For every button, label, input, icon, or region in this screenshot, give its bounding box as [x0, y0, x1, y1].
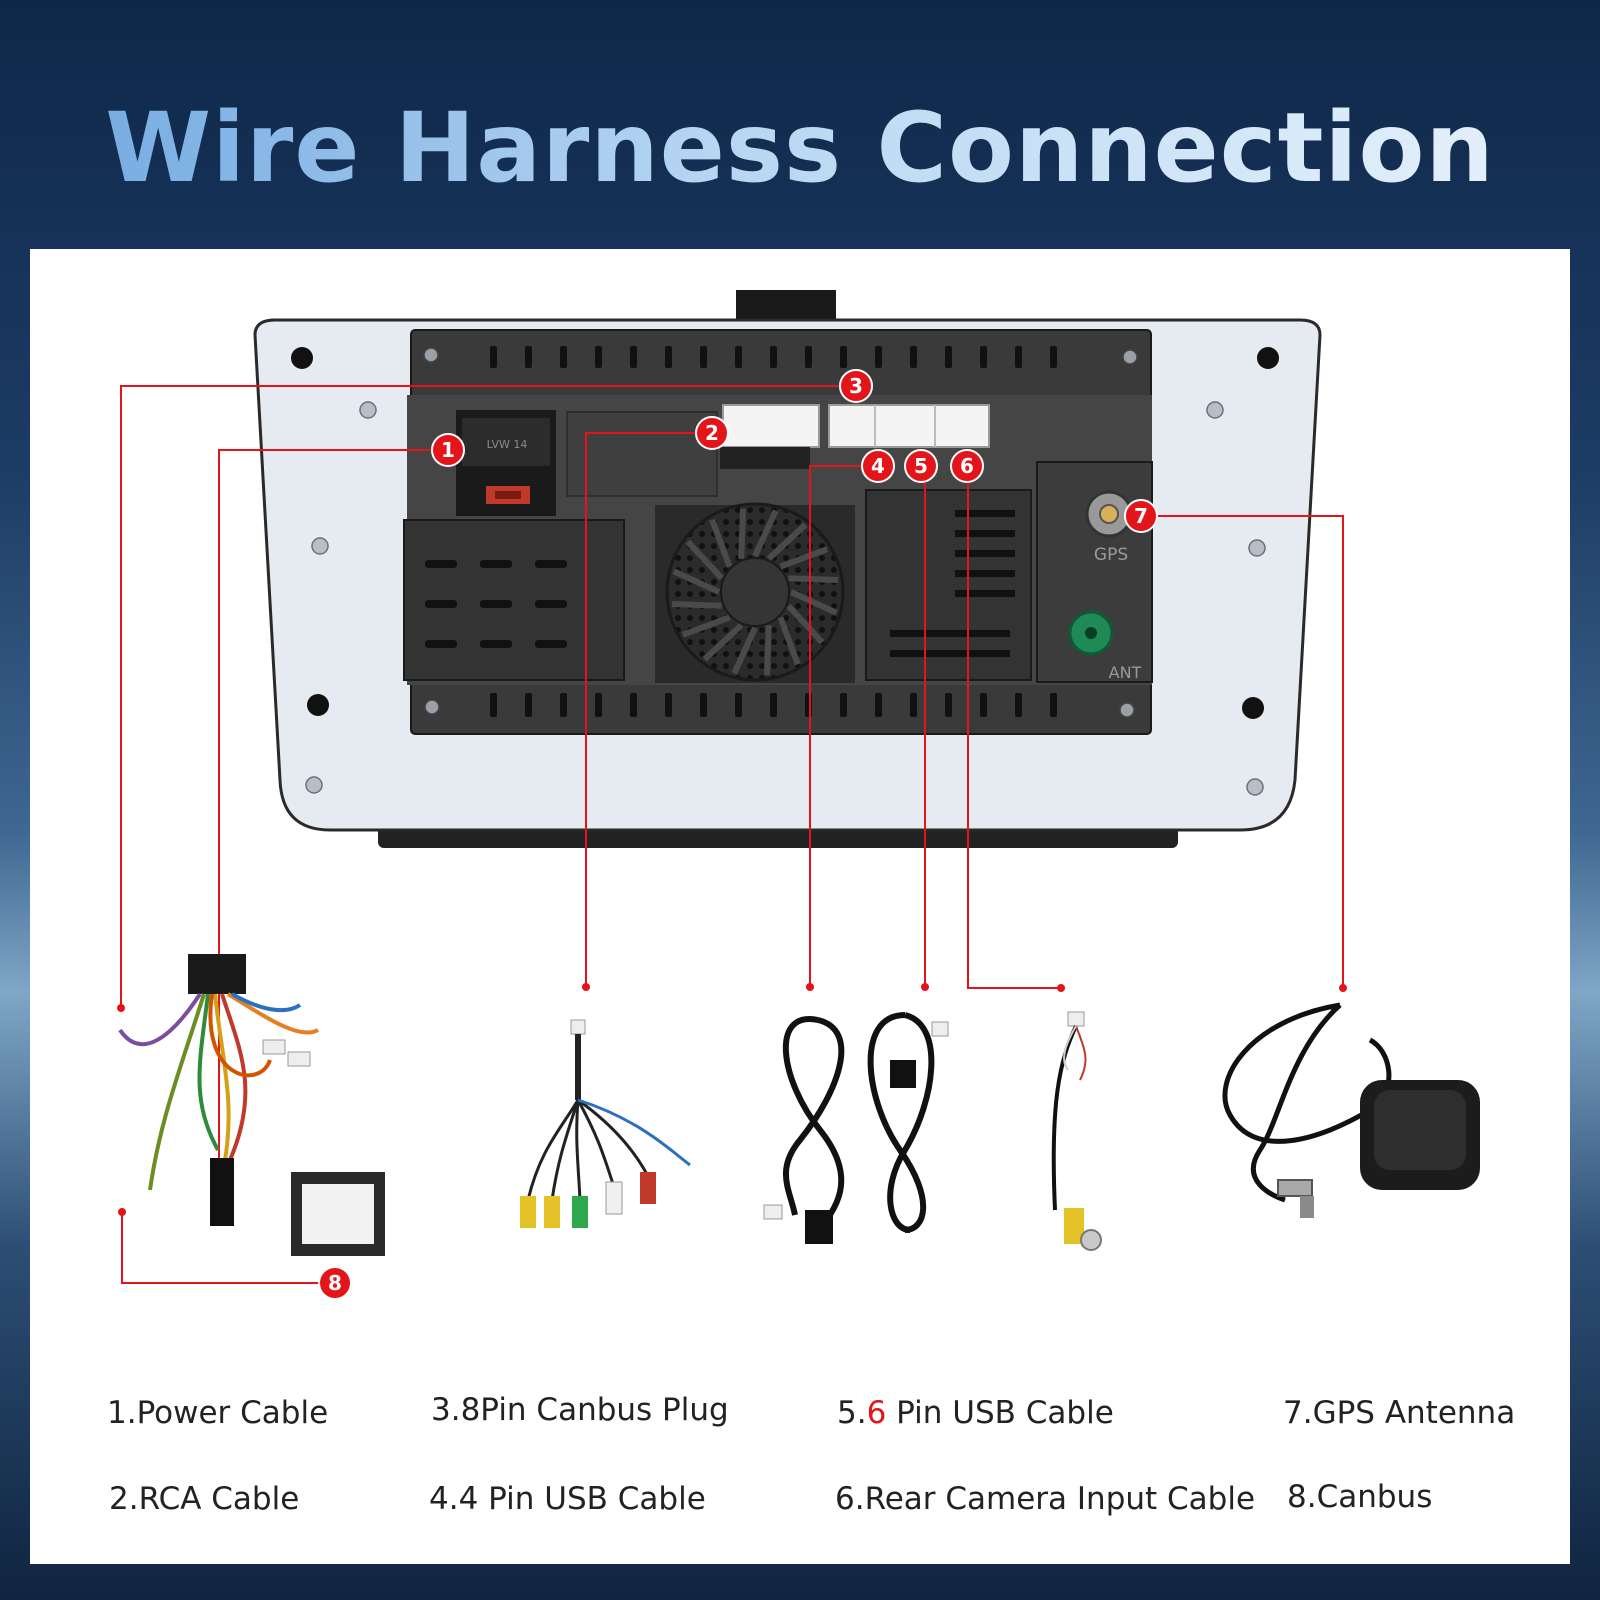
- legend-item-6: 6.Rear Camera Input Cable: [835, 1481, 1255, 1517]
- vent-slot: [840, 346, 847, 368]
- vent-slot: [630, 346, 637, 368]
- vent-slot: [525, 693, 532, 717]
- fan-blade: [672, 604, 722, 606]
- vent-slot: [875, 346, 882, 368]
- canbus-module-icon: [291, 1172, 385, 1256]
- legend-item-5-prefix: 5.: [837, 1395, 867, 1431]
- screw-icon: [1249, 540, 1265, 556]
- vent-slot: [490, 346, 497, 368]
- marker-2-label: 2: [705, 421, 719, 445]
- marker-5-label: 5: [914, 454, 928, 478]
- marker-4-label: 4: [871, 454, 885, 478]
- legend-item-5: 5.6 Pin USB Cable: [837, 1395, 1114, 1431]
- vent-slot: [1015, 693, 1022, 717]
- legend-item-3: 3.8Pin Canbus Plug: [431, 1392, 729, 1428]
- vent-slot: [910, 693, 917, 717]
- vent-slot: [980, 346, 987, 368]
- vent-slot: [595, 346, 602, 368]
- screw-icon: [360, 402, 376, 418]
- vent-slot: [945, 693, 952, 717]
- vent-slot: [1015, 346, 1022, 368]
- marker-3-label: 3: [849, 374, 863, 398]
- vent-slot: [770, 693, 777, 717]
- legend-item-5-suffix: Pin USB Cable: [886, 1395, 1113, 1431]
- vent-slot: [595, 693, 602, 717]
- legend-item-8: 8.Canbus: [1287, 1479, 1432, 1515]
- gps-antenna-icon: [1225, 1005, 1480, 1218]
- vent-slot: [735, 693, 742, 717]
- vent-slot: [700, 693, 707, 717]
- usb-4pin-cable-icon: [764, 1019, 841, 1244]
- mount-hole: [1242, 697, 1264, 719]
- vent-slot: [770, 346, 777, 368]
- vent-slot: [735, 346, 742, 368]
- vent-slot: [560, 346, 567, 368]
- rca-cable-icon: [520, 1020, 690, 1228]
- legend-item-1: 1.Power Cable: [107, 1395, 328, 1431]
- vent-slot: [910, 346, 917, 368]
- vent-slot: [1050, 346, 1057, 368]
- vent-slot: [980, 693, 987, 717]
- screw-icon: [312, 538, 328, 554]
- vent-slot: [630, 693, 637, 717]
- screw-icon: [1120, 703, 1134, 717]
- vent-slot: [805, 346, 812, 368]
- vent-slot: [840, 693, 847, 717]
- legend-item-2: 2.RCA Cable: [109, 1481, 299, 1517]
- vent-slot: [700, 346, 707, 368]
- vent-slot: [665, 693, 672, 717]
- fan-blade: [788, 578, 838, 580]
- vent-slot: [560, 693, 567, 717]
- legend-item-4: 4.4 Pin USB Cable: [429, 1481, 706, 1517]
- vent-slot: [945, 346, 952, 368]
- screw-icon: [306, 777, 322, 793]
- rear-camera-cable-icon: [1054, 1012, 1101, 1250]
- screw-icon: [425, 700, 439, 714]
- head-unit: LVW 14: [255, 290, 1320, 848]
- vent-slot: [875, 693, 882, 717]
- screw-icon: [1123, 350, 1137, 364]
- screw-icon: [424, 348, 438, 362]
- lvw-label: LVW 14: [487, 438, 528, 451]
- fan-blade: [741, 509, 743, 559]
- marker-8-label: 8: [328, 1271, 342, 1295]
- screw-icon: [1247, 779, 1263, 795]
- marker-1-label: 1: [441, 438, 455, 462]
- gps-port-label: GPS: [1094, 545, 1128, 565]
- fan-blade: [767, 625, 769, 675]
- mount-hole: [291, 347, 313, 369]
- marker-7-label: 7: [1134, 504, 1148, 528]
- usb-6pin-cable-icon: [871, 1015, 948, 1230]
- screw-icon: [1207, 402, 1223, 418]
- marker-6-label: 6: [960, 454, 974, 478]
- legend-item-5-highlight: 6: [867, 1395, 887, 1431]
- vent-slot: [490, 693, 497, 717]
- legend-item-7: 7.GPS Antenna: [1283, 1395, 1515, 1431]
- mount-hole: [1257, 347, 1279, 369]
- vent-slot: [665, 346, 672, 368]
- canbus-plug-port: [723, 405, 819, 447]
- usb-camera-port-block: [829, 405, 989, 447]
- mount-hole: [307, 694, 329, 716]
- vent-slot: [525, 346, 532, 368]
- vent-slot: [1050, 693, 1057, 717]
- antenna-port-label: ANT: [1109, 663, 1142, 682]
